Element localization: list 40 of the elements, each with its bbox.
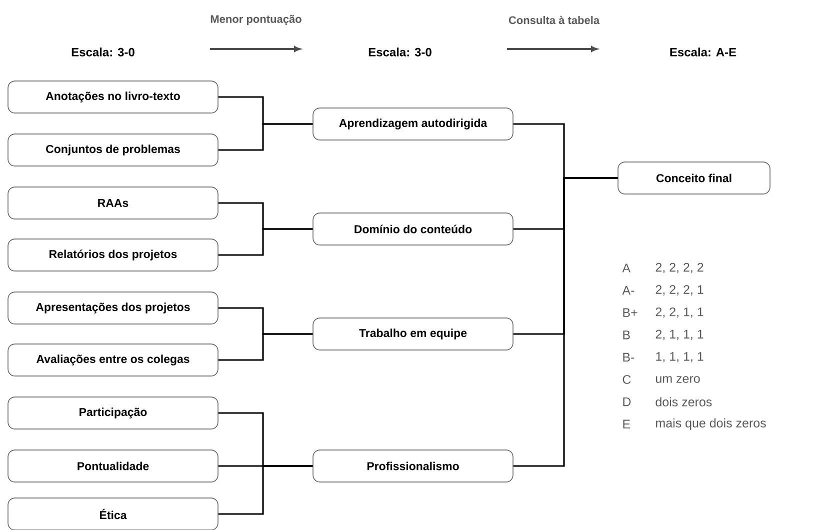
grade-letter: A: [622, 264, 631, 272]
grade-rule: 2, 2, 2, 2: [656, 262, 704, 274]
process-box: Relatórios dos projetos: [8, 238, 218, 272]
connector-line: [513, 177, 618, 467]
process-box: Aprendizagem autodirigida: [312, 108, 514, 140]
grade-rule: dois zeros: [656, 397, 712, 406]
grade-rule: 1, 1, 1, 1: [656, 352, 704, 362]
process-box: Anotações no livro-texto: [8, 80, 218, 114]
grade-rule: 2, 2, 1, 1: [656, 307, 704, 318]
scale-label: Escala: 3-0: [368, 48, 432, 56]
process-box: Ética: [8, 498, 218, 530]
scale-label: Escala: 3-0: [72, 48, 134, 56]
connector-line: [218, 465, 313, 515]
grade-rule: um zero: [656, 376, 700, 383]
process-box: Domínio do conteúdo: [312, 212, 514, 246]
grade-letter: D: [623, 398, 631, 406]
grade-rule: mais que dois zeros: [656, 418, 766, 430]
grade-letter: E: [623, 420, 630, 428]
process-box: Trabalho em equipe: [312, 318, 514, 350]
grade-letter: B-: [623, 352, 634, 362]
process-box: Participação: [8, 396, 218, 430]
grade-letter: B: [623, 330, 630, 340]
process-box: RAAs: [8, 186, 218, 220]
process-box: Pontualidade: [8, 450, 218, 482]
step-label: Consulta à tabela: [508, 16, 600, 24]
grade-letter: C: [622, 375, 631, 384]
connector-line: [218, 333, 313, 361]
scale-label: Escala: A-E: [670, 48, 736, 56]
step-label: Menor pontuação: [210, 14, 302, 26]
process-box: Avaliações entre os colegas: [8, 344, 218, 376]
process-box: Profissionalismo: [312, 450, 514, 482]
process-box: Conjuntos de problemas: [8, 134, 218, 166]
grade-rule: 2, 1, 1, 1: [656, 330, 704, 340]
grade-rule: 2, 2, 2, 1: [656, 285, 704, 296]
process-box: Apresentações dos projetos: [8, 292, 218, 324]
grade-letter: A-: [622, 286, 634, 295]
connector-line: [218, 228, 313, 256]
grade-letter: B+: [623, 308, 638, 317]
process-box: Conceito final: [618, 162, 770, 194]
connector-line: [218, 123, 313, 151]
